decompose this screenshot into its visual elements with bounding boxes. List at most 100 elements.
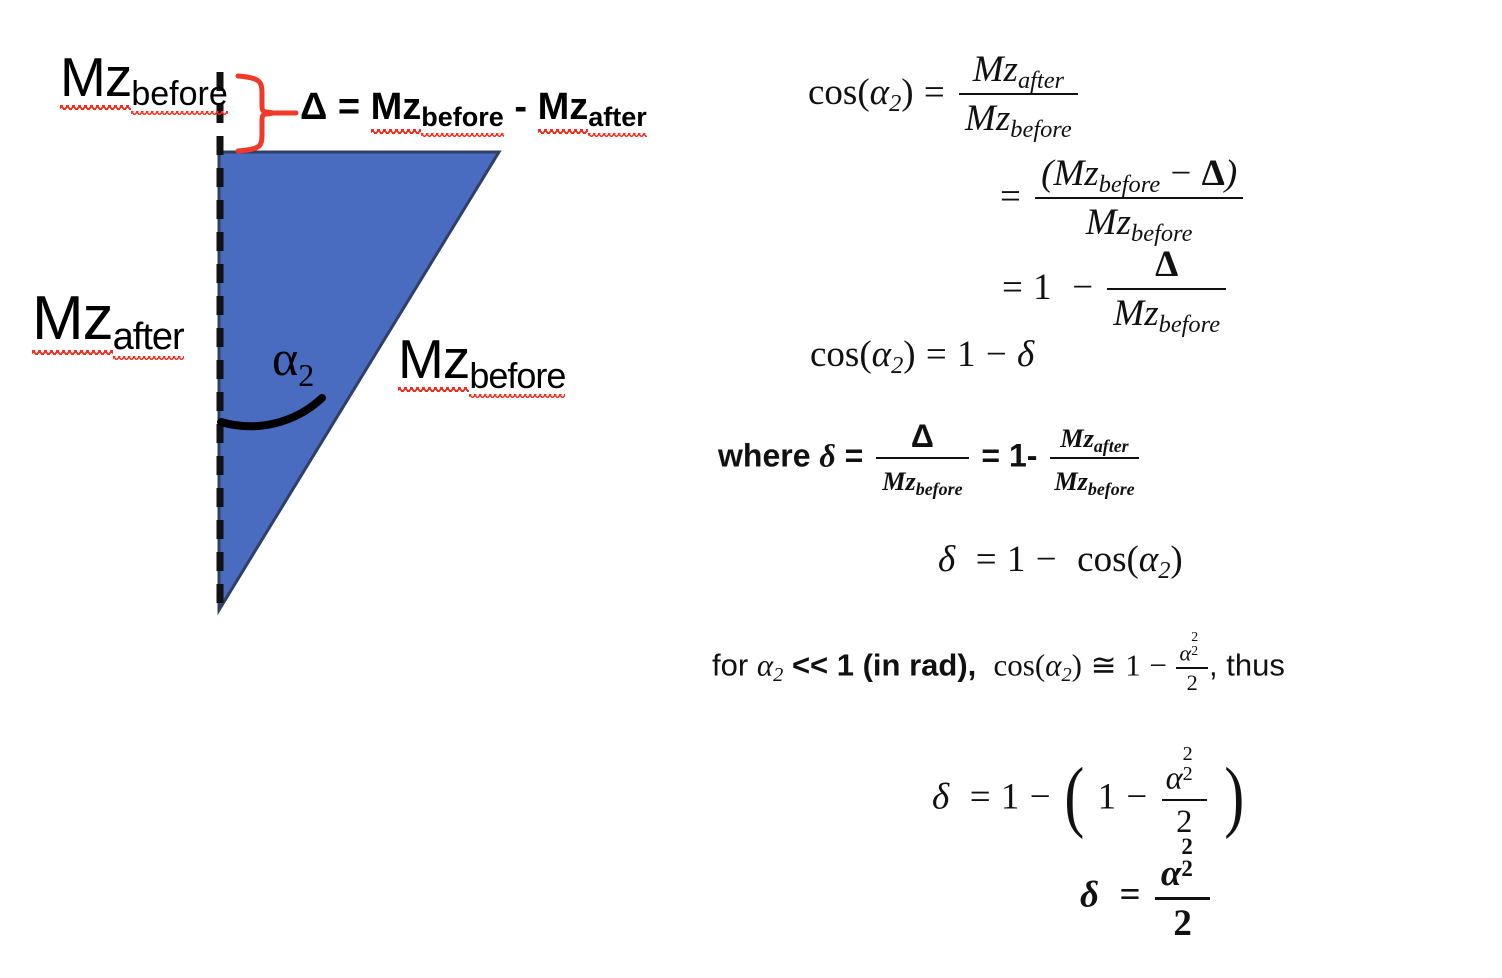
eq2-num-delta: Δ — [1201, 153, 1225, 194]
eq6-delta: δ — [938, 539, 956, 580]
eq3-den-sub: before — [1158, 310, 1221, 338]
eq9-f-den: 2 — [1173, 903, 1192, 944]
equation-delta-definition: where δ = Δ Mzbefore = 1- Mzafter Mzbefo… — [718, 418, 1143, 500]
eq5-f2-num-sub: after — [1093, 436, 1129, 457]
derivation-equations: cos(α2) = Mzafter Mzbefore = (Mzbefore −… — [700, 0, 1502, 978]
triangle-shape — [217, 150, 502, 616]
label-mz-after-sub: after — [112, 316, 185, 360]
eq2-den-mz: Mz — [1085, 202, 1132, 243]
eq7-alpha: α — [756, 647, 774, 683]
eq6-minus: − — [1035, 539, 1057, 580]
eq5-f2-den-sub: before — [1087, 479, 1135, 500]
eq5-one-minus: 1- — [1008, 437, 1038, 474]
eq5-equals-1: = — [844, 437, 864, 474]
eq7-cos: cos — [993, 647, 1035, 683]
eq4-alpha-sub: 2 — [891, 351, 904, 379]
eq8-minus: − — [1029, 776, 1051, 818]
delta-term1-base: Mz — [370, 86, 422, 134]
eq7-thus: , thus — [1209, 647, 1285, 683]
eq6-equals: = — [975, 539, 997, 580]
eq1-alpha-sub: 2 — [889, 89, 902, 117]
eq6-alpha: α — [1138, 539, 1159, 580]
angle-arc — [217, 394, 326, 431]
eq2-num-sub: before — [1098, 170, 1161, 198]
eq7-cos-alpha-sub: 2 — [1061, 664, 1072, 687]
label-alpha-2-sub: 2 — [298, 357, 315, 393]
eq4-minus: − — [985, 334, 1007, 375]
eq8-f-sup: 2 — [1182, 743, 1193, 766]
eq9-delta: δ — [1080, 874, 1099, 916]
eq8-close-paren: ) — [1224, 752, 1245, 840]
eq2-open-paren: ( — [1041, 153, 1054, 194]
eq7-minus: − — [1149, 647, 1167, 683]
delta-term2-base: Mz — [537, 86, 589, 134]
eq8-delta: δ — [932, 776, 950, 818]
eq5-equals-2: = — [981, 437, 1001, 474]
eq5-fraction-2: Mzafter Mzbefore — [1050, 418, 1139, 500]
eq8-inner-one: 1 — [1097, 776, 1117, 818]
delta-equals: = — [337, 86, 361, 128]
eq7-f-alpha: α — [1179, 640, 1192, 666]
eq9-f-sub: 2 — [1181, 856, 1193, 882]
eq2-equals: = — [1000, 175, 1021, 217]
label-mz-after: Mzafter — [32, 288, 185, 360]
magnetization-triangle-diagram: Mzbefore Δ = Mzbefore - Mzafter Mzafter … — [0, 0, 700, 700]
eq3-one: 1 — [1033, 266, 1052, 308]
equation-cos-ratio: cos(α2) = Mzafter Mzbefore — [808, 48, 1082, 143]
eq1-num-sub: after — [1017, 66, 1065, 94]
eq5-f1-den-mz: Mz — [882, 467, 916, 496]
eq7-condition: << 1 (in rad), — [791, 647, 977, 683]
eq7-cos-alpha: α — [1045, 647, 1062, 683]
eq1-den-mz: Mz — [965, 98, 1011, 139]
equation-delta-one-minus-cos: δ = 1 − cos(α2) — [938, 539, 1183, 584]
eq3-equals: = — [1002, 266, 1023, 308]
eq2-fraction: (Mzbefore − Δ) Mzbefore — [1035, 152, 1244, 247]
eq8-inner-minus: − — [1126, 776, 1148, 818]
eq7-for: for — [712, 647, 749, 683]
eq8-f-alpha: α — [1165, 760, 1183, 797]
eq7-f-den: 2 — [1186, 670, 1198, 696]
equation-one-minus-ratio: = 1 − Δ Mzbefore — [1002, 243, 1230, 338]
eq9-f-sup: 2 — [1181, 833, 1193, 859]
eq8-f-sub: 2 — [1182, 762, 1193, 785]
eq9-equals: = — [1119, 874, 1141, 916]
eq5-f1-den-sub: before — [915, 479, 963, 500]
eq9-f-alpha: α — [1160, 853, 1182, 894]
eq5-fraction-1: Δ Mzbefore — [876, 418, 969, 500]
eq6-cos: cos — [1077, 539, 1127, 580]
eq7-f-sup: 2 — [1191, 629, 1199, 645]
eq3-num-delta: Δ — [1155, 244, 1179, 285]
eq2-den-sub: before — [1131, 219, 1193, 247]
delta-symbol: Δ — [300, 86, 328, 128]
label-mz-before-top-sub: before — [131, 75, 229, 115]
eq4-equals: = — [925, 334, 947, 375]
equation-cos-equals-one-minus-delta: cos(α2) = 1 − δ — [810, 334, 1035, 379]
eq8-equals: = — [969, 776, 991, 818]
eq5-f1-num: Δ — [910, 418, 934, 454]
label-mz-before-top-base: Mz — [60, 46, 132, 110]
eq8-f-den: 2 — [1176, 804, 1193, 841]
equation-substituted-delta: = (Mzbefore − Δ) Mzbefore — [1000, 152, 1247, 247]
eq1-alpha: α — [869, 71, 890, 113]
delta-term2-sub: after — [588, 102, 647, 137]
eq7-alpha-sub: 2 — [773, 664, 784, 687]
eq4-cos: cos — [810, 334, 860, 375]
eq7-one: 1 — [1125, 647, 1141, 683]
eq8-one: 1 — [1000, 776, 1020, 818]
eq3-den-mz: Mz — [1113, 293, 1159, 334]
eq5-delta: δ — [819, 437, 836, 474]
delta-minus: - — [514, 86, 528, 128]
eq3-minus: − — [1072, 266, 1094, 308]
eq5-where: where — [718, 437, 811, 474]
eq3-fraction: Δ Mzbefore — [1107, 243, 1227, 338]
eq1-cos: cos — [808, 71, 858, 113]
eq7-approx: ≅ — [1090, 647, 1117, 683]
label-mz-before-side-base: Mz — [398, 328, 470, 392]
eq6-one: 1 — [1006, 539, 1026, 580]
